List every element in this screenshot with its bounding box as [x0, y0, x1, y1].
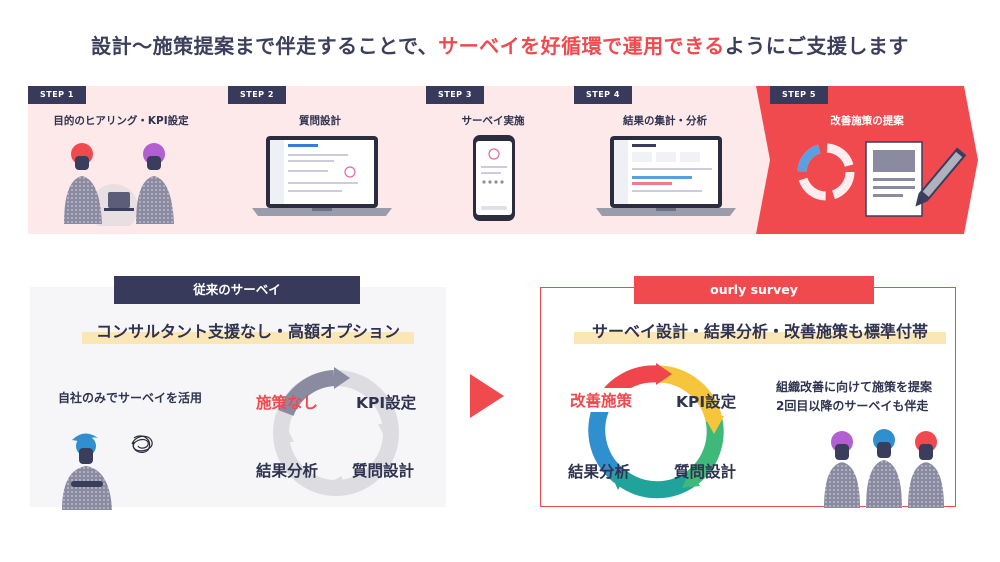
thinking-person-icon: [62, 433, 153, 510]
step-1-tag: STEP 1: [28, 86, 86, 104]
headline-text-after: ようにご支援します: [724, 34, 909, 58]
step-5-title: 改善施策の提案: [830, 115, 904, 127]
laptop-dashboard-icon: [596, 136, 736, 216]
step-3: STEP 3 サーベイ実施: [412, 86, 574, 234]
traditional-survey-pill: 従来のサーベイ: [114, 276, 360, 304]
traditional-note: 自社のみでサーベイを活用: [58, 391, 203, 405]
ourly-note-line-2: 2回目以降のサーベイも伴走: [776, 399, 929, 413]
step-3-title: サーベイ実施: [461, 115, 525, 127]
traditional-cycle-diagram: [273, 367, 399, 496]
step-2-tag: STEP 2: [228, 86, 286, 104]
step-5: STEP 5 改善施策の提案: [756, 86, 978, 234]
step-4-title: 結果の集計・分析: [623, 115, 707, 127]
page-headline: 設計〜施策提案まで伴走することで、サーベイを好循環で運用できるようにご支援します: [0, 30, 1000, 59]
traditional-cycle-top-left: 施策なし: [256, 394, 319, 412]
smartphone-survey-icon: [473, 135, 515, 221]
ourly-survey-pill: ourly survey: [634, 276, 874, 304]
transition-arrow-icon: [470, 374, 504, 418]
team-people-icon: [824, 429, 944, 508]
step-1-title: 目的のヒアリング・KPI設定: [53, 115, 189, 127]
pdca-document-icon: [797, 141, 966, 217]
ourly-subtitle-text: サーベイ設計・結果分析・改善施策も標準付帯: [591, 322, 928, 341]
ourly-cycle-bottom-right: 質問設計: [674, 463, 737, 481]
step-flow: STEP 1 目的のヒアリング・KPI設定 STEP 2 質問設計: [28, 86, 978, 234]
traditional-cycle-bottom-left: 結果分析: [256, 462, 319, 480]
step-2-title: 質問設計: [299, 115, 341, 127]
traditional-cycle-top-right: KPI設定: [356, 394, 417, 412]
traditional-subtitle-text: コンサルタント支援なし・高額オプション: [95, 322, 400, 341]
traditional-cycle-bottom-right: 質問設計: [352, 462, 415, 480]
laptop-form-icon: [252, 136, 392, 216]
ourly-note: 組織改善に向けて施策を提案 2回目以降のサーベイも伴走: [776, 378, 932, 416]
step-4: STEP 4 結果の集計・分析: [560, 86, 770, 234]
ourly-cycle-top-right: KPI設定: [676, 393, 737, 411]
step-2: STEP 2 質問設計: [214, 86, 426, 234]
headline-highlight: サーベイを好循環で運用できる: [438, 34, 725, 58]
ourly-note-line-1: 組織改善に向けて施策を提案: [776, 380, 933, 394]
step-3-tag: STEP 3: [426, 86, 484, 104]
people-meeting-icon: [64, 143, 174, 226]
step-1: STEP 1 目的のヒアリング・KPI設定: [28, 86, 228, 234]
ourly-subtitle: サーベイ設計・結果分析・改善施策も標準付帯: [574, 320, 946, 344]
ourly-cycle-top-left: 改善施策: [566, 388, 637, 412]
ourly-cycle-diagram: [588, 363, 724, 499]
step-4-tag: STEP 4: [574, 86, 632, 104]
step-5-tag: STEP 5: [770, 86, 828, 104]
headline-text-before: 設計〜施策提案まで伴走することで、: [91, 34, 439, 58]
ourly-cycle-bottom-left: 結果分析: [568, 463, 631, 481]
traditional-subtitle: コンサルタント支援なし・高額オプション: [82, 320, 414, 344]
